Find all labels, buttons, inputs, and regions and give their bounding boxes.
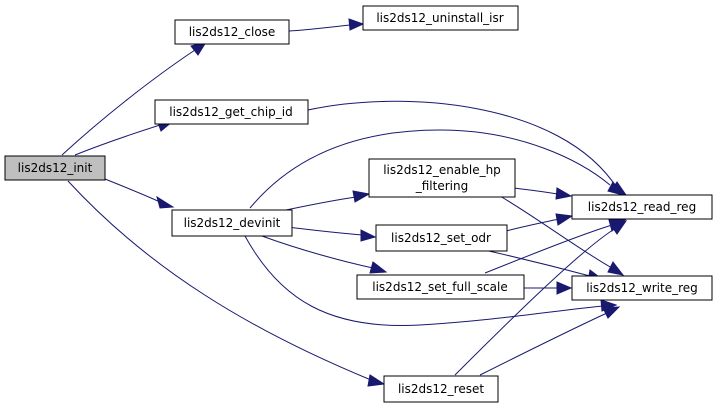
node-lis2ds12-write-reg[interactable]: lis2ds12_write_reg	[571, 275, 713, 301]
node-label: lis2ds12_get_chip_id	[169, 105, 293, 119]
edge-devinit-set-full-scale	[261, 235, 388, 274]
edges	[61, 18, 628, 387]
node-label: lis2ds12_reset	[398, 382, 484, 396]
edge-reset-write-reg	[479, 306, 621, 376]
node-lis2ds12-enable-hp-filtering[interactable]: lis2ds12_enable_hp _filtering	[368, 158, 516, 198]
edge-set-odr-read-reg	[505, 213, 574, 232]
node-lis2ds12-reset[interactable]: lis2ds12_reset	[383, 375, 499, 403]
node-label: lis2ds12_write_reg	[586, 281, 698, 295]
node-label: lis2ds12_set_full_scale	[372, 280, 507, 294]
node-label: lis2ds12_init	[18, 161, 93, 175]
node-lis2ds12-set-odr[interactable]: lis2ds12_set_odr	[375, 224, 508, 252]
node-label-line-1: lis2ds12_enable_hp	[383, 163, 501, 177]
node-lis2ds12-close[interactable]: lis2ds12_close	[174, 19, 290, 45]
edge-devinit-set-odr	[287, 226, 377, 242]
node-label: lis2ds12_read_reg	[588, 200, 696, 214]
node-label-line-2: _filtering	[415, 179, 468, 193]
nodes: lis2ds12_init lis2ds12_close lis2ds12_un…	[4, 5, 713, 403]
edge-init-reset	[67, 180, 386, 387]
node-label: lis2ds12_uninstall_isr	[376, 11, 503, 25]
edge-close-uninstall-isr	[288, 18, 365, 32]
node-lis2ds12-devinit[interactable]: lis2ds12_devinit	[171, 209, 293, 237]
edge-init-close	[61, 41, 208, 156]
edge-devinit-enable-hp-filtering	[285, 190, 371, 211]
node-label: lis2ds12_close	[189, 25, 276, 39]
node-label: lis2ds12_set_odr	[391, 231, 491, 245]
edge-init-get-chip-id	[74, 119, 175, 156]
node-label: lis2ds12_devinit	[184, 216, 281, 230]
edge-enable-hp-filtering-write-reg	[499, 195, 625, 276]
node-lis2ds12-set-full-scale[interactable]: lis2ds12_set_full_scale	[356, 274, 525, 300]
edge-set-full-scale-write-reg	[524, 281, 573, 295]
edge-enable-hp-filtering-read-reg	[513, 187, 573, 200]
node-lis2ds12-uninstall-isr[interactable]: lis2ds12_uninstall_isr	[362, 5, 519, 31]
edge-init-devinit	[99, 176, 175, 209]
edge-devinit-read-reg	[249, 129, 625, 209]
node-lis2ds12-read-reg[interactable]: lis2ds12_read_reg	[571, 194, 713, 220]
node-lis2ds12-get-chip-id[interactable]: lis2ds12_get_chip_id	[154, 99, 309, 125]
edge-reset-read-reg	[454, 220, 628, 376]
node-lis2ds12-init[interactable]: lis2ds12_init	[4, 155, 106, 181]
